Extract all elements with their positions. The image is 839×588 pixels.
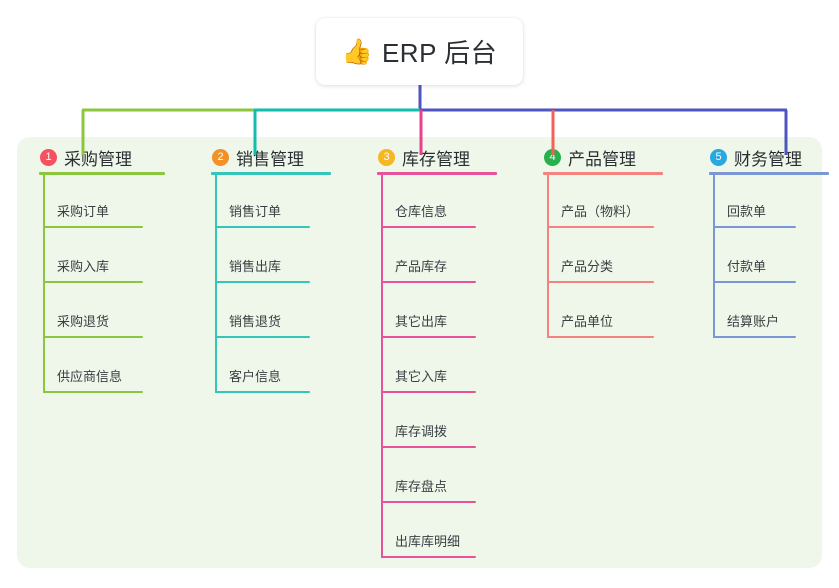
- menu-item-rule: [547, 226, 654, 228]
- menu-item-rule: [713, 336, 796, 338]
- menu-item-label: 产品（物料）: [561, 204, 640, 219]
- menu-item[interactable]: 付款单: [713, 228, 796, 283]
- menu-item-label: 其它出库: [395, 314, 448, 329]
- column-header-rule-finance: [709, 172, 829, 175]
- menu-item-rule: [215, 281, 310, 283]
- menu-item-rule: [43, 281, 143, 283]
- menu-item[interactable]: 供应商信息: [43, 338, 143, 393]
- column-header-finance[interactable]: 5 财务管理: [710, 145, 802, 170]
- column-title-purchase: 采购管理: [64, 150, 132, 169]
- menu-item-rule: [381, 391, 476, 393]
- menu-item-rule: [381, 281, 476, 283]
- root-title-inner: 👍 ERP 后台: [342, 33, 497, 70]
- menu-item[interactable]: 仓库信息: [381, 173, 476, 228]
- column-badge-purchase: 1: [40, 149, 57, 166]
- column-spine-purchase: [43, 173, 45, 393]
- menu-item[interactable]: 库存调拨: [381, 393, 476, 448]
- menu-item[interactable]: 结算账户: [713, 283, 796, 338]
- menu-item-label: 销售订单: [229, 204, 282, 219]
- menu-item-label: 库存盘点: [395, 479, 448, 494]
- menu-item-rule: [547, 336, 654, 338]
- menu-item-rule: [381, 556, 476, 558]
- root-title-text: ERP 后台: [381, 38, 498, 68]
- column-spine-sales: [215, 173, 217, 393]
- column-header-rule-purchase: [39, 172, 165, 175]
- root-title-card[interactable]: 👍 ERP 后台: [316, 18, 523, 85]
- menu-item-label: 仓库信息: [395, 204, 448, 219]
- menu-item[interactable]: 产品（物料）: [547, 173, 654, 228]
- column-title-finance: 财务管理: [734, 150, 802, 169]
- column-badge-product: 4: [544, 149, 561, 166]
- menu-item-label: 回款单: [727, 204, 767, 219]
- column-header-rule-inventory: [377, 172, 497, 175]
- column-badge-finance: 5: [710, 149, 727, 166]
- menu-item[interactable]: 产品库存: [381, 228, 476, 283]
- menu-item-label: 付款单: [727, 259, 767, 274]
- menu-item[interactable]: 采购退货: [43, 283, 143, 338]
- menu-item[interactable]: 产品单位: [547, 283, 654, 338]
- menu-item-rule: [43, 391, 143, 393]
- menu-item-label: 产品库存: [395, 259, 448, 274]
- menu-item[interactable]: 销售退货: [215, 283, 310, 338]
- menu-item[interactable]: 产品分类: [547, 228, 654, 283]
- column-container: 1 采购管理采购订单采购入库采购退货供应商信息 2 销售管理销售订单销售出库销售退货客…: [0, 137, 839, 568]
- menu-item-label: 产品单位: [561, 314, 614, 329]
- column-spine-finance: [713, 173, 715, 338]
- column-badge-sales: 2: [212, 149, 229, 166]
- column-header-purchase[interactable]: 1 采购管理: [40, 145, 132, 170]
- column-header-product[interactable]: 4 产品管理: [544, 145, 636, 170]
- column-spine-inventory: [381, 173, 383, 558]
- menu-item-rule: [381, 226, 476, 228]
- menu-item-rule: [43, 336, 143, 338]
- menu-item[interactable]: 客户信息: [215, 338, 310, 393]
- column-header-sales[interactable]: 2 销售管理: [212, 145, 304, 170]
- menu-item-label: 销售退货: [229, 314, 282, 329]
- column-spine-product: [547, 173, 549, 338]
- menu-item-label: 销售出库: [229, 259, 282, 274]
- menu-item-rule: [215, 391, 310, 393]
- menu-item-rule: [43, 226, 143, 228]
- menu-item[interactable]: 采购订单: [43, 173, 143, 228]
- menu-item-label: 采购入库: [57, 259, 110, 274]
- menu-item[interactable]: 其它出库: [381, 283, 476, 338]
- menu-item-rule: [713, 281, 796, 283]
- menu-item[interactable]: 销售出库: [215, 228, 310, 283]
- menu-item-label: 采购退货: [57, 314, 110, 329]
- menu-item[interactable]: 销售订单: [215, 173, 310, 228]
- menu-item-label: 供应商信息: [57, 369, 123, 384]
- menu-item-rule: [381, 501, 476, 503]
- column-header-rule-sales: [211, 172, 331, 175]
- menu-item-label: 产品分类: [561, 259, 614, 274]
- menu-item-label: 客户信息: [229, 369, 282, 384]
- menu-item-rule: [381, 336, 476, 338]
- menu-item[interactable]: 库存盘点: [381, 448, 476, 503]
- menu-item-label: 结算账户: [727, 314, 780, 329]
- column-header-inventory[interactable]: 3 库存管理: [378, 145, 470, 170]
- thumbs-up-icon: 👍: [341, 37, 373, 66]
- menu-item[interactable]: 回款单: [713, 173, 796, 228]
- menu-item[interactable]: 出库库明细: [381, 503, 476, 558]
- menu-item-rule: [381, 446, 476, 448]
- column-header-rule-product: [543, 172, 663, 175]
- menu-item-rule: [547, 281, 654, 283]
- menu-item-label: 出库库明细: [395, 534, 461, 549]
- menu-item-rule: [713, 226, 796, 228]
- column-title-inventory: 库存管理: [402, 150, 470, 169]
- menu-item[interactable]: 采购入库: [43, 228, 143, 283]
- menu-item-rule: [215, 226, 310, 228]
- diagram-panel-background: [17, 137, 822, 568]
- menu-item-label: 采购订单: [57, 204, 110, 219]
- menu-item[interactable]: 其它入库: [381, 338, 476, 393]
- menu-item-label: 其它入库: [395, 369, 448, 384]
- column-badge-inventory: 3: [378, 149, 395, 166]
- column-title-sales: 销售管理: [236, 150, 304, 169]
- menu-item-label: 库存调拨: [395, 424, 448, 439]
- menu-item-rule: [215, 336, 310, 338]
- column-title-product: 产品管理: [568, 150, 636, 169]
